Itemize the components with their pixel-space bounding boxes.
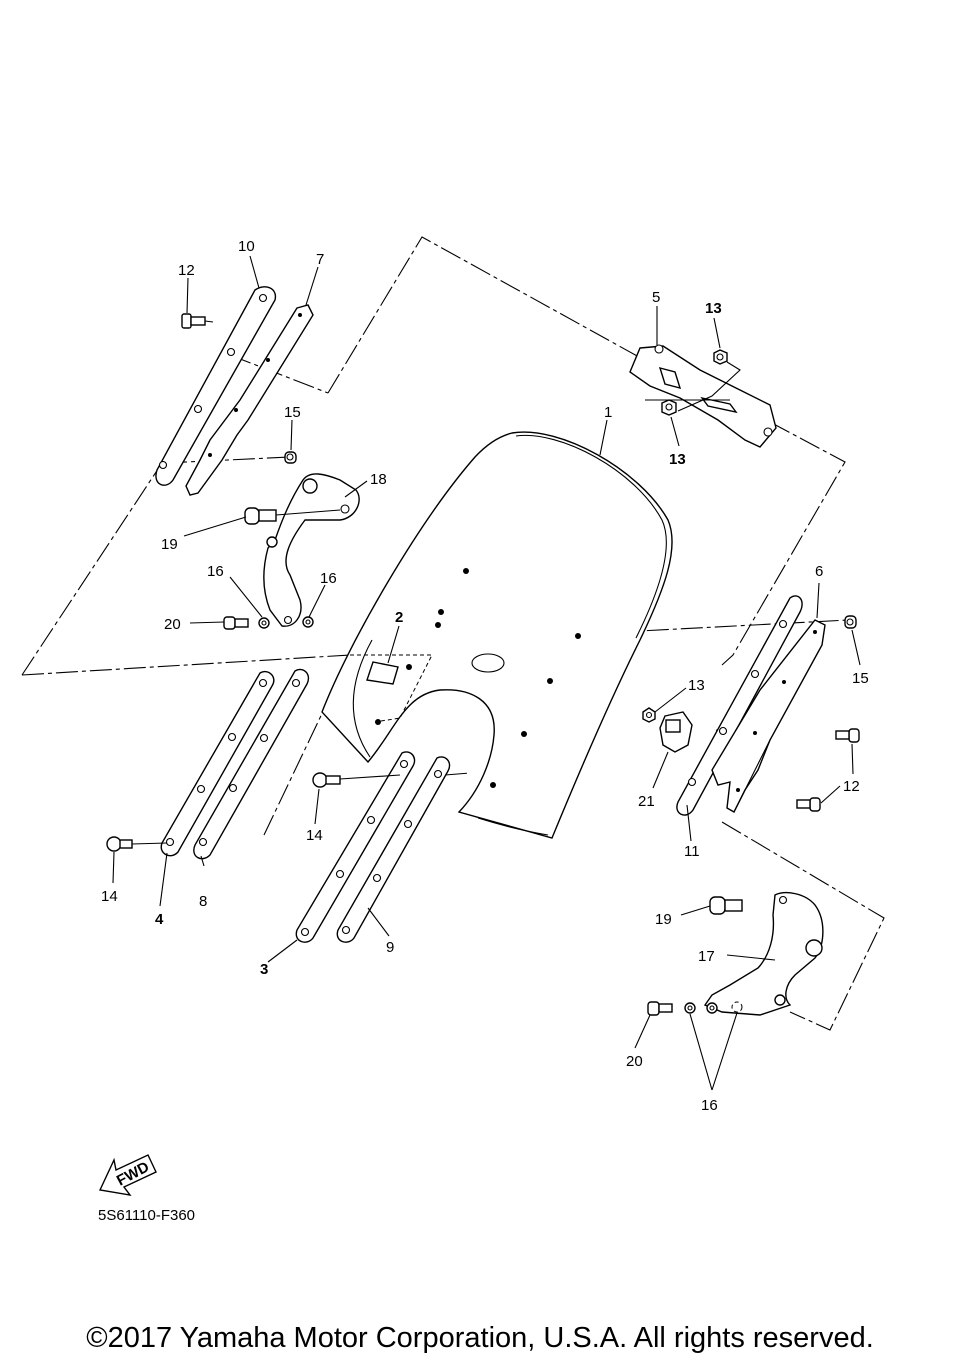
assembly-lines (21, 236, 885, 1031)
callout-2: 2 (395, 609, 403, 626)
screw-14-center (312, 772, 401, 788)
windshield (321, 431, 673, 839)
copyright-notice: ©2017 Yamaha Motor Corporation, U.S.A. A… (86, 1322, 874, 1354)
callout-18: 18 (370, 471, 387, 488)
collar-15-upper (284, 451, 297, 464)
callout-14-center: 14 (306, 827, 323, 844)
callout-7: 7 (316, 251, 324, 268)
clip-21 (659, 711, 693, 753)
callout-8: 8 (199, 893, 207, 910)
strip-4 (160, 670, 275, 857)
bolt-19-upper (244, 507, 341, 525)
callout-21: 21 (638, 793, 655, 810)
callout-10: 10 (238, 238, 255, 255)
nut-13-lower (661, 399, 677, 416)
callout-4: 4 (155, 911, 164, 928)
callout-14-left: 14 (101, 888, 118, 905)
bolt-12-right-lower (796, 797, 821, 812)
washer-16-upper-a (258, 617, 270, 629)
leader-lines (112, 255, 861, 1091)
bolt-12-right-upper (835, 728, 860, 743)
nut-13-upper (713, 349, 728, 365)
stay-10 (155, 286, 277, 486)
callout-17: 17 (698, 948, 715, 965)
callout-6: 6 (815, 563, 823, 580)
callout-12-upper-left: 12 (178, 262, 195, 279)
bolt-12-upper-left (181, 313, 214, 329)
strip-3 (295, 751, 416, 943)
fwd-arrow-icon: FWD (98, 1154, 157, 1196)
callout-16-upper-right: 16 (320, 570, 337, 587)
stay-7 (185, 304, 314, 496)
callouts: 10 12 7 15 18 19 16 16 20 1 2 5 13 13 6 … (101, 238, 869, 1114)
washer-16-upper-b (302, 616, 314, 628)
callout-3: 3 (260, 961, 268, 978)
callout-1: 1 (604, 404, 612, 421)
stay-6 (711, 619, 826, 813)
collar-15-right (844, 615, 857, 629)
callout-5: 5 (652, 289, 660, 306)
bracket-18 (263, 473, 360, 627)
callout-16-lower: 16 (701, 1097, 718, 1114)
stay-11 (676, 595, 803, 816)
callout-12-right: 12 (843, 778, 860, 795)
strip-9 (336, 756, 451, 943)
callout-19-upper: 19 (161, 536, 178, 553)
callout-15-right: 15 (852, 670, 869, 687)
upper-bracket (629, 344, 777, 448)
bolt-20-lower (647, 1001, 673, 1016)
callout-19-lower: 19 (655, 911, 672, 928)
washer-16-lower-b (706, 1002, 718, 1014)
callout-9: 9 (386, 939, 394, 956)
bolt-20-upper (223, 616, 249, 630)
callout-11: 11 (684, 843, 700, 860)
screw-14-left (106, 836, 168, 852)
label-decal (350, 654, 433, 723)
callout-16-upper-left: 16 (207, 563, 224, 580)
strip-8 (193, 668, 310, 860)
callout-13-lower: 13 (669, 451, 686, 468)
diagram-code: 5S61110-F360 (98, 1207, 196, 1224)
callout-20-upper: 20 (164, 616, 181, 633)
bracket-17 (703, 892, 824, 1016)
washer-16-lower-a (684, 1002, 696, 1014)
callout-20-lower: 20 (626, 1053, 643, 1070)
callout-13-right: 13 (688, 677, 705, 694)
nut-13-right (642, 707, 656, 723)
callout-13-upper: 13 (705, 300, 722, 317)
bolt-19-lower (709, 896, 743, 915)
callout-15-upper: 15 (284, 404, 301, 421)
